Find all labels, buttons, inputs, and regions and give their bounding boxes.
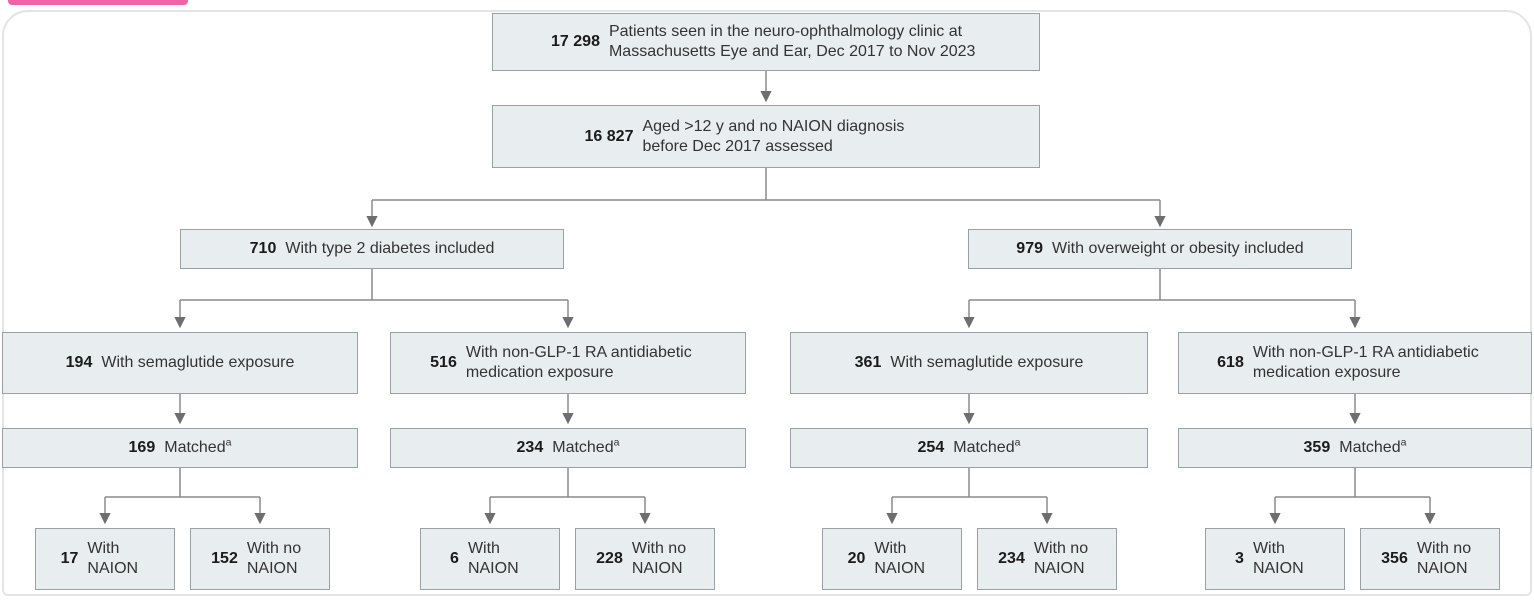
box-count: 20 [847, 550, 866, 568]
box-count: 618 [1217, 354, 1244, 372]
box-label: With no NAION [246, 540, 302, 577]
box-label: With non-GLP-1 RA antidiabetic medicatio… [465, 344, 692, 381]
box-label: Patients seen in the neuro-ophthalmology… [608, 23, 976, 60]
box-count: 234 [998, 550, 1025, 568]
box-label: With NAION [874, 540, 926, 577]
footnote-marker: a [1400, 436, 1407, 449]
box-label: With type 2 diabetes included [285, 240, 495, 258]
box-label: With NAION [87, 540, 139, 577]
box-count: 6 [450, 550, 459, 568]
box-label: Matcheda [953, 436, 1021, 457]
flow-box-obesity-sema-no-naion: 234 With no NAION [977, 528, 1117, 590]
box-label: With no NAION [1416, 540, 1472, 577]
flow-box-obesity-nonglp1: 618 With non-GLP-1 RA antidiabetic medic… [1178, 332, 1532, 394]
box-label: With no NAION [631, 540, 687, 577]
box-label: With non-GLP-1 RA antidiabetic medicatio… [1252, 344, 1479, 381]
flow-box-obesity-semaglutide: 361 With semaglutide exposure [790, 332, 1148, 394]
flow-box-total-patients: 17 298 Patients seen in the neuro-ophtha… [492, 13, 1040, 71]
box-count: 979 [1016, 240, 1043, 258]
box-count: 710 [249, 240, 277, 258]
flow-box-assessed: 16 827 Aged >12 y and no NAION diagnosis… [492, 105, 1040, 168]
box-label: With overweight or obesity included [1052, 240, 1304, 258]
box-count: 16 827 [584, 127, 634, 145]
box-count: 17 298 [551, 33, 600, 51]
pink-accent-bar [8, 0, 188, 5]
box-label: Matcheda [164, 436, 232, 457]
box-label: With semaglutide exposure [101, 354, 295, 372]
box-count: 254 [917, 439, 945, 457]
box-label: With NAION [467, 540, 519, 577]
box-label: Matcheda [1339, 436, 1407, 457]
flow-box-obesity-nonglp1-matched: 359 Matcheda [1178, 428, 1532, 468]
box-count: 356 [1381, 550, 1408, 568]
box-count: 152 [211, 550, 238, 568]
box-count: 228 [596, 550, 623, 568]
box-count: 3 [1235, 550, 1244, 568]
box-label: Matcheda [552, 436, 620, 457]
flow-box-overweight-obesity: 979 With overweight or obesity included [968, 229, 1352, 269]
box-count: 359 [1303, 439, 1331, 457]
flow-box-obesity-nonglp1-no-naion: 356 With no NAION [1360, 528, 1500, 590]
box-label: With no NAION [1033, 540, 1089, 577]
box-count: 361 [854, 354, 882, 372]
flow-box-t2d-nonglp1-no-naion: 228 With no NAION [575, 528, 715, 590]
box-count: 17 [60, 550, 79, 568]
flow-box-t2d-nonglp1: 516 With non-GLP-1 RA antidiabetic medic… [390, 332, 746, 394]
flow-box-obesity-nonglp1-naion: 3 With NAION [1205, 528, 1345, 590]
box-count: 234 [516, 439, 544, 457]
box-count: 516 [430, 354, 457, 372]
flow-box-t2d-semaglutide: 194 With semaglutide exposure [2, 332, 358, 394]
flow-box-t2d-nonglp1-naion: 6 With NAION [420, 528, 560, 590]
flow-box-t2d-sema-naion: 17 With NAION [35, 528, 175, 590]
flow-box-t2d-sema-no-naion: 152 With no NAION [190, 528, 330, 590]
flow-box-type2-diabetes: 710 With type 2 diabetes included [180, 229, 564, 269]
box-label: With semaglutide exposure [890, 354, 1084, 372]
flow-box-t2d-sema-matched: 169 Matcheda [2, 428, 358, 468]
box-label: With NAION [1252, 540, 1304, 577]
footnote-marker: a [1014, 436, 1021, 449]
flow-box-obesity-sema-matched: 254 Matcheda [790, 428, 1148, 468]
box-count: 194 [65, 354, 93, 372]
footnote-marker: a [613, 436, 620, 449]
box-label: Aged >12 y and no NAION diagnosis before… [642, 117, 905, 155]
flow-box-t2d-nonglp1-matched: 234 Matcheda [390, 428, 746, 468]
flow-box-obesity-sema-naion: 20 With NAION [822, 528, 962, 590]
box-count: 169 [128, 439, 156, 457]
footnote-marker: a [225, 436, 232, 449]
